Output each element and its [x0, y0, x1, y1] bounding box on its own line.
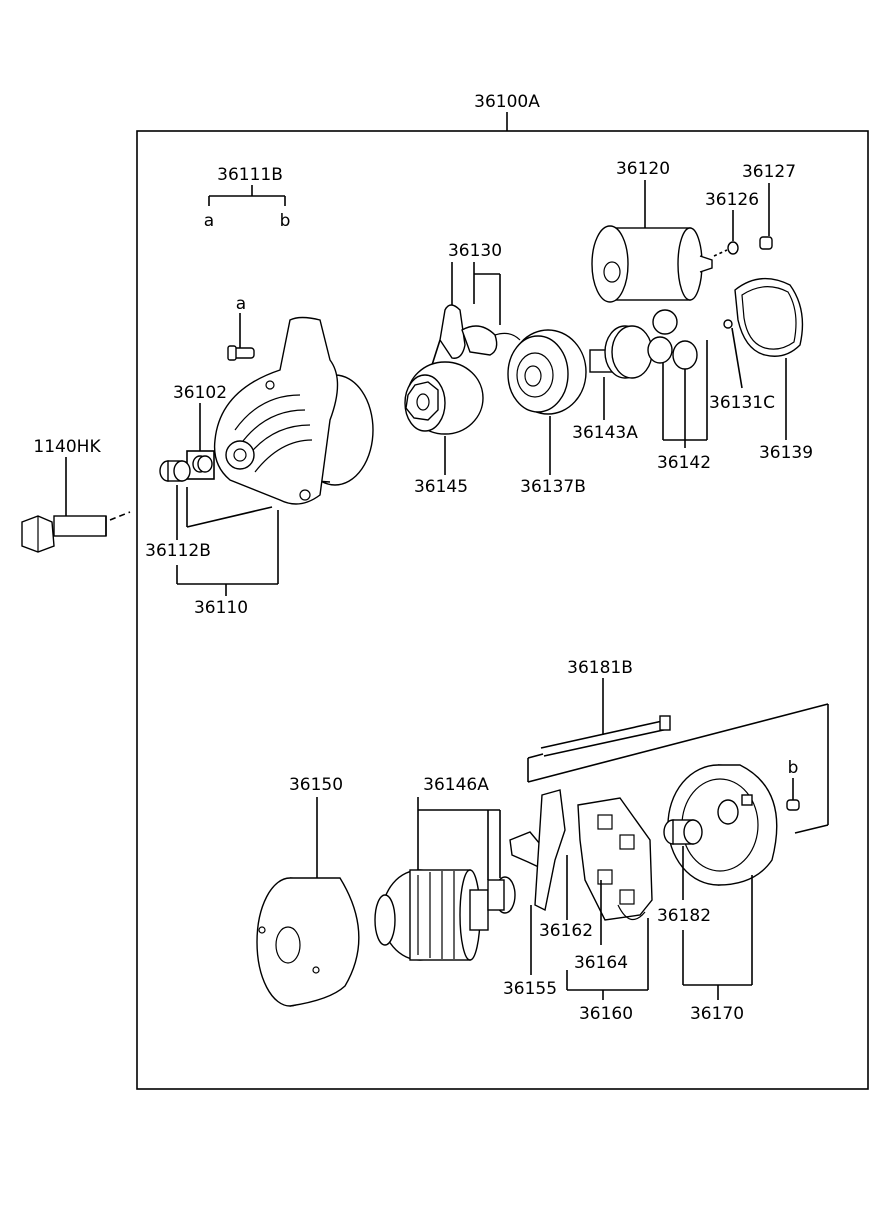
- label-gear-shaft: 36143A: [572, 423, 638, 443]
- front-housing-part: [213, 316, 374, 505]
- label-through-bolt: 36181B: [567, 658, 633, 678]
- housing-bushing-part: [186, 403, 215, 480]
- bracket-kit-leader: [208, 185, 286, 206]
- brush-holder-part: [566, 797, 653, 1000]
- screw-b-part: [786, 778, 800, 811]
- label-boot: 36139: [759, 443, 813, 463]
- screw-a-part: [227, 313, 255, 361]
- brush-lead-part: [509, 789, 566, 975]
- label-kit-a: a: [204, 211, 214, 231]
- label-brush-holder: 36160: [579, 1004, 633, 1024]
- assembly-frame: [136, 130, 869, 1090]
- spring-washer-part: [723, 319, 743, 389]
- label-yoke: 36150: [289, 775, 343, 795]
- yoke-part: [256, 797, 360, 1007]
- label-kit-b: b: [280, 211, 291, 231]
- internal-gear-part: [507, 329, 587, 475]
- label-internal-gear: 36137B: [520, 477, 586, 497]
- gear-shaft-part: [589, 325, 653, 420]
- label-screw-b: b: [788, 758, 799, 778]
- front-housing-leader: [176, 487, 279, 596]
- solenoid-part: [591, 180, 713, 303]
- label-screw-a: a: [236, 294, 246, 314]
- planetary-gears-part: [647, 309, 708, 448]
- label-armature: 36146A: [423, 775, 489, 795]
- bolt-part: [21, 457, 131, 553]
- end-frame-part: [667, 764, 778, 886]
- bushing-part: [159, 460, 191, 540]
- lever-set-part: [431, 262, 521, 366]
- label-washer: 36126: [705, 190, 759, 210]
- label-bushing: 36112B: [145, 541, 211, 561]
- label-brush-lead: 36155: [503, 979, 557, 999]
- label-front-housing: 36110: [194, 598, 248, 618]
- pinion-part: [404, 361, 484, 475]
- boot-part: [734, 277, 804, 440]
- label-plate: 36162: [539, 921, 593, 941]
- label-solenoid: 36120: [616, 159, 670, 179]
- label-planetary-gears: 36142: [657, 453, 711, 473]
- label-bracket-kit: 36111B: [217, 165, 283, 185]
- label-end-frame: 36170: [690, 1004, 744, 1024]
- label-nut: 36127: [742, 162, 796, 182]
- label-lever-set: 36130: [448, 241, 502, 261]
- washer-part: [713, 210, 739, 257]
- label-assembly: 36100A: [474, 92, 540, 112]
- label-end-bushing: 36182: [657, 906, 711, 926]
- armature-part: [374, 797, 516, 961]
- label-brush-spring: 36164: [574, 953, 628, 973]
- nut-part: [759, 183, 773, 250]
- end-frame-leader: [682, 875, 753, 1000]
- label-housing-bushing: 36102: [173, 383, 227, 403]
- through-bolt-part: [527, 678, 829, 834]
- label-bolt: 1140HK: [33, 437, 101, 457]
- label-pinion: 36145: [414, 477, 468, 497]
- label-spring-washer: 36131C: [709, 393, 775, 413]
- end-bushing-part: [663, 819, 703, 900]
